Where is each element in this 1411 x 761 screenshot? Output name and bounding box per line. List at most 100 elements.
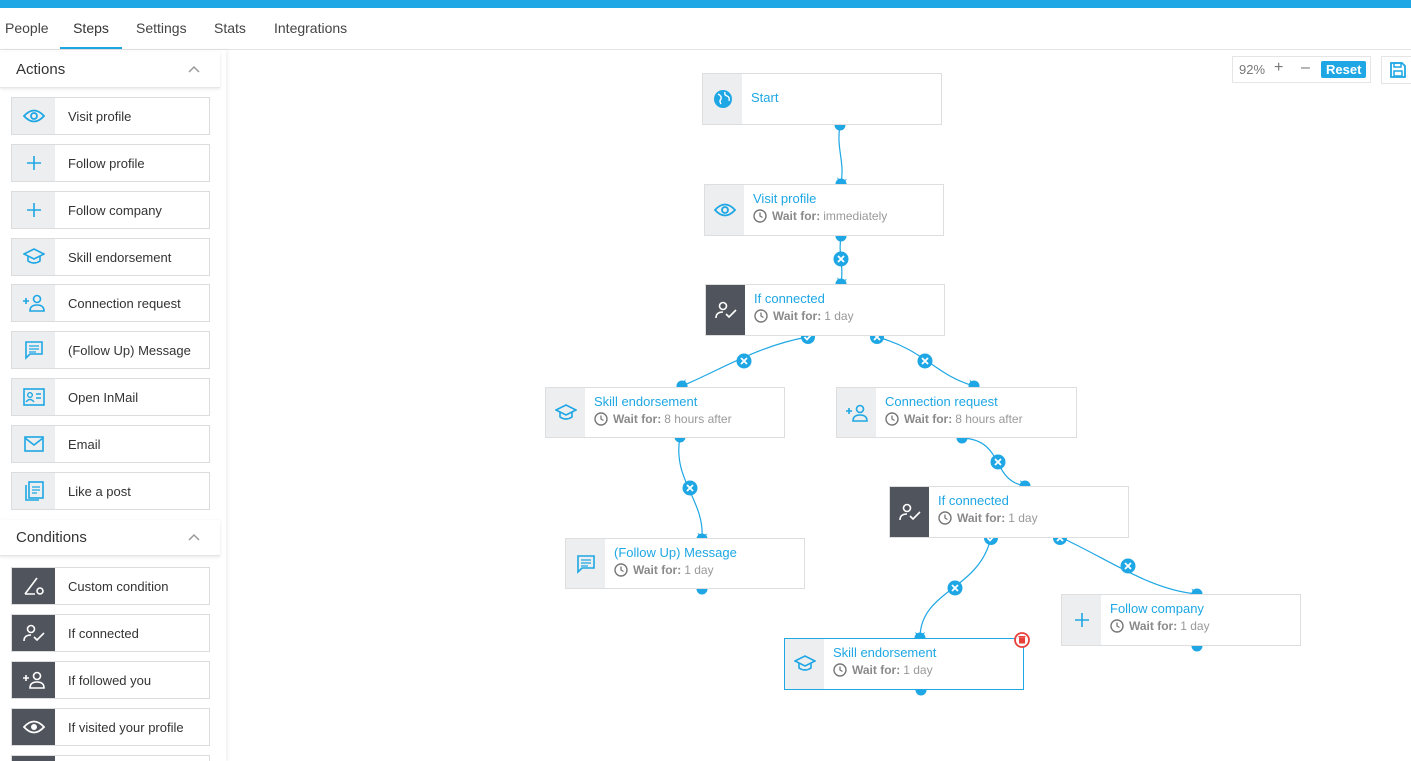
flow-node-if-connected[interactable]: If connected Wait for: 1 day: [889, 486, 1129, 538]
envelope-icon: [23, 436, 44, 452]
save-button[interactable]: [1381, 56, 1411, 84]
actions-section-title: Actions: [16, 61, 66, 78]
clock-icon: [1110, 619, 1124, 633]
flow-node-follow-company[interactable]: Follow company Wait for: 1 day: [1061, 594, 1301, 646]
wait-label: Wait for:: [633, 563, 682, 577]
add-user-icon: [22, 671, 45, 689]
action-label: Open InMail: [68, 390, 139, 405]
flow-node-follow-up-message[interactable]: (Follow Up) Message Wait for: 1 day: [565, 538, 805, 589]
chevron-up-icon[interactable]: [186, 530, 202, 546]
node-wait: Wait for: 1 day: [614, 563, 714, 577]
graduation-cap-icon: [22, 248, 45, 264]
clock-icon: [594, 412, 608, 426]
flow-node-visit-profile[interactable]: Visit profile Wait for: immediately: [704, 184, 944, 236]
action-skill-endorsement[interactable]: Skill endorsement: [11, 238, 210, 276]
action-follow-company[interactable]: Follow company: [11, 191, 210, 229]
flow-node-start[interactable]: Start: [702, 73, 942, 125]
node-wait: Wait for: 8 hours after: [594, 412, 732, 426]
globe-icon: [713, 90, 732, 108]
action-follow-profile[interactable]: Follow profile: [11, 144, 210, 182]
zoom-controls: 92% + – Reset: [1232, 56, 1371, 83]
condition-if-visited-profile[interactable]: If visited your profile: [11, 708, 210, 746]
action-follow-up-message[interactable]: (Follow Up) Message: [11, 331, 210, 369]
action-label: Follow profile: [68, 156, 145, 171]
zoom-in-button[interactable]: +: [1274, 59, 1284, 76]
clock-icon: [614, 563, 628, 577]
flow-node-skill-endorsement-selected[interactable]: Skill endorsement Wait for: 1 day: [784, 638, 1024, 690]
wait-label: Wait for:: [957, 511, 1006, 525]
top-accent-bar: [0, 0, 1411, 8]
action-visit-profile[interactable]: Visit profile: [11, 97, 210, 135]
save-icon: [1390, 62, 1406, 78]
node-title: Follow company: [1110, 601, 1204, 616]
zoom-level: 92%: [1239, 62, 1266, 77]
plus-icon: [26, 203, 41, 217]
node-title: If connected: [938, 493, 1009, 508]
eye-icon: [22, 109, 45, 123]
condition-label: If connected: [68, 626, 139, 641]
action-label: Connection request: [68, 296, 181, 311]
document-icon: [24, 481, 44, 501]
wait-value: 1 day: [824, 309, 854, 323]
delete-node-icon[interactable]: [1014, 632, 1030, 648]
conditions-section-header[interactable]: Conditions: [0, 520, 220, 556]
plus-icon: [26, 156, 41, 170]
eye-icon: [713, 203, 736, 217]
tab-people[interactable]: People: [5, 20, 49, 36]
user-check-icon: [22, 624, 45, 642]
node-wait: Wait for: 8 hours after: [885, 412, 1023, 426]
actions-section-header[interactable]: Actions: [0, 52, 220, 88]
node-wait: Wait for: 1 day: [833, 663, 933, 677]
tab-integrations[interactable]: Integrations: [274, 20, 348, 36]
wait-value: 1 day: [684, 563, 714, 577]
condition-if-connected[interactable]: If connected: [11, 614, 210, 652]
action-open-inmail[interactable]: Open InMail: [11, 378, 210, 416]
wait-value: 1 day: [903, 663, 933, 677]
wait-label: Wait for:: [1129, 619, 1178, 633]
action-label: Follow company: [68, 203, 162, 218]
node-wait: Wait for: 1 day: [754, 309, 854, 323]
action-label: Skill endorsement: [68, 250, 172, 265]
action-email[interactable]: Email: [11, 425, 210, 463]
wait-label: Wait for:: [852, 663, 901, 677]
flow-node-skill-endorsement[interactable]: Skill endorsement Wait for: 8 hours afte…: [545, 387, 785, 438]
clock-icon: [885, 412, 899, 426]
message-icon: [24, 341, 43, 360]
zoom-reset-button[interactable]: Reset: [1321, 61, 1367, 78]
conditions-section-title: Conditions: [16, 529, 87, 546]
condition-item-partial[interactable]: [11, 755, 210, 761]
wait-value: immediately: [823, 209, 888, 223]
steps-sidebar: Actions Visit profile Follow profile Fol…: [0, 50, 226, 761]
tab-settings[interactable]: Settings: [136, 20, 187, 36]
add-user-icon: [845, 404, 868, 422]
clock-icon: [754, 309, 768, 323]
eye-icon: [22, 720, 45, 734]
condition-custom[interactable]: Custom condition: [11, 567, 210, 605]
clock-icon: [833, 663, 847, 677]
node-title: Skill endorsement: [594, 394, 698, 409]
zoom-out-button[interactable]: –: [1301, 59, 1310, 76]
tab-steps[interactable]: Steps: [60, 8, 122, 49]
tab-stats[interactable]: Stats: [214, 20, 246, 36]
user-check-icon: [714, 301, 737, 319]
node-title: Visit profile: [753, 191, 817, 206]
action-connection-request[interactable]: Connection request: [11, 284, 210, 322]
action-label: Visit profile: [68, 109, 132, 124]
clock-icon: [753, 209, 767, 223]
node-wait: Wait for: 1 day: [1110, 619, 1210, 633]
message-icon: [576, 554, 595, 574]
chevron-up-icon[interactable]: [186, 62, 202, 78]
wait-value: 1 day: [1008, 511, 1038, 525]
graduation-cap-icon: [793, 655, 816, 671]
wait-label: Wait for:: [613, 412, 662, 426]
node-title: Start: [751, 90, 779, 105]
wait-label: Wait for:: [904, 412, 953, 426]
flow-node-if-connected[interactable]: If connected Wait for: 1 day: [705, 284, 945, 336]
id-card-icon: [22, 388, 45, 406]
condition-if-followed-you[interactable]: If followed you: [11, 661, 210, 699]
tab-bar: People Steps Settings Stats Integrations: [0, 8, 1411, 50]
condition-label: If followed you: [68, 673, 152, 688]
flow-node-connection-request[interactable]: Connection request Wait for: 8 hours aft…: [836, 387, 1077, 438]
node-title: If connected: [754, 291, 825, 306]
action-like-post[interactable]: Like a post: [11, 472, 210, 510]
